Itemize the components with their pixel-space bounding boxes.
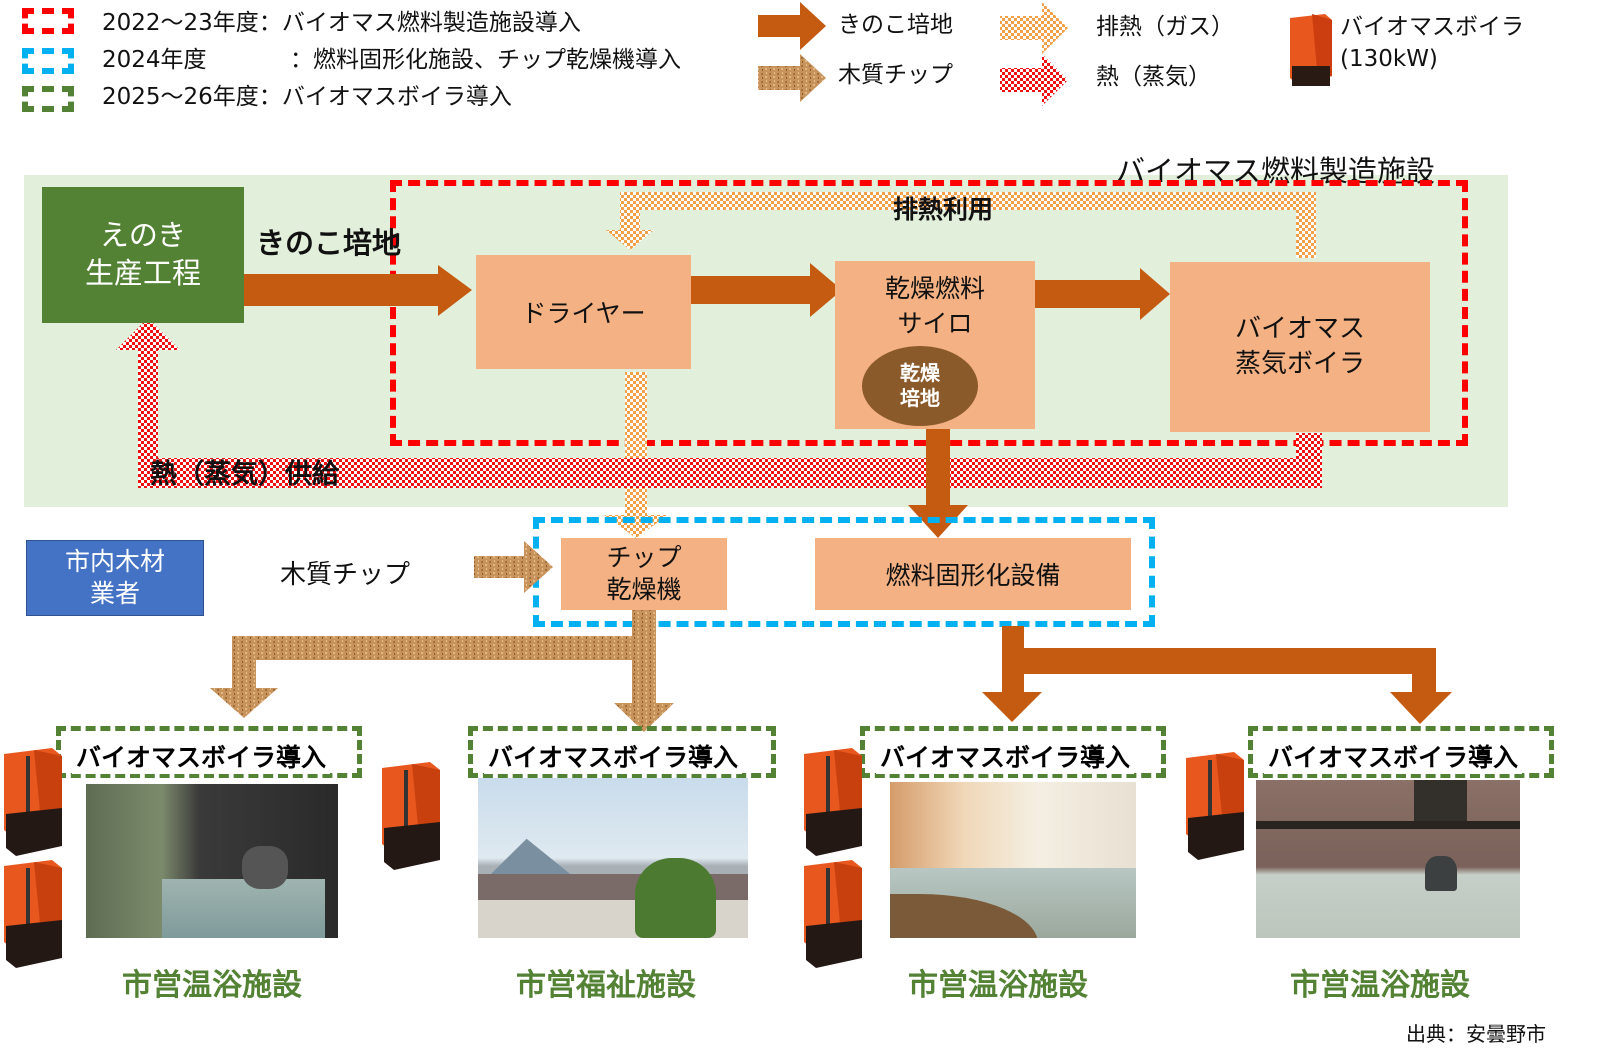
supplier-line1: 市内木材 <box>64 546 165 576</box>
stone-bath-photo <box>1256 780 1520 938</box>
indoor-bath-photo <box>86 784 338 938</box>
steam-boiler-box: バイオマス 蒸気ボイラ <box>1170 262 1430 432</box>
solid-fuel-distribution-arrow <box>982 626 1452 724</box>
legend-phase-2: 2024年度 <box>102 49 207 72</box>
legend-wood-chip-label: 木質チップ <box>838 62 953 88</box>
dryer-to-silo-arrow <box>691 263 842 317</box>
legend-phase-1-period: 2022～23年度 <box>102 10 259 36</box>
steam-supply-label: 熱（蒸気）供給 <box>150 459 339 490</box>
enoki-production-box: えのき 生産工程 <box>42 187 244 323</box>
legend-phase-3-sep: ： <box>258 84 282 110</box>
legend-phase-2-sep: ： <box>290 47 313 73</box>
legend-steam-label: 熱（蒸気） <box>1096 64 1211 90</box>
silo-to-boiler-arrow <box>1035 268 1170 320</box>
large-bath-hall-photo <box>890 782 1136 938</box>
facility-3-boiler-box <box>860 726 1166 778</box>
waste-heat-label: 排熱利用 <box>893 195 994 224</box>
wood-chip-label: 木質チップ <box>280 560 411 590</box>
facility-1-boiler-box <box>56 726 362 778</box>
orange-hatched-arrow-icon <box>1000 2 1068 54</box>
legend-phase-1-desc: バイオマス燃料製造施設導入 <box>281 10 581 36</box>
facility-1-boiler-label: バイオマスボイラ導入 <box>72 738 331 774</box>
mushroom-medium-label: きのこ培地 <box>256 226 402 260</box>
legend-phase-3-desc: バイオマスボイラ導入 <box>281 84 512 110</box>
dryer-label: ドライヤー <box>521 299 646 328</box>
silo-to-solidification-arrow <box>908 428 968 538</box>
chip-dryer-line2: 乾燥機 <box>606 575 682 604</box>
legend-green-dashed-box-icon <box>22 86 74 112</box>
steam-supply-arrow <box>116 318 1322 488</box>
biomass-boiler-icon <box>382 762 440 870</box>
source-credit: 出典：安曇野市 <box>1406 1022 1546 1046</box>
solid-brown-arrow-icon <box>758 2 826 50</box>
chip-dryer-line1: チップ <box>606 542 682 572</box>
biomass-boiler-icon <box>4 748 62 856</box>
legend-phase-2-right: ：燃料固形化施設、チップ乾燥機導入 <box>290 49 681 72</box>
waste-heat-to-chip-dryer-arrow <box>604 372 668 538</box>
chip-distribution-arrow <box>210 605 674 732</box>
biomass-boiler-icon <box>4 860 62 968</box>
legend-boiler-label-line1: バイオマスボイラ <box>1340 14 1524 40</box>
welfare-building-photo <box>478 778 748 938</box>
legend-red-dashed-box-icon <box>22 8 74 34</box>
legend-mushroom-medium-label: きのこ培地 <box>838 12 953 38</box>
biomass-boiler-icon <box>1186 752 1244 860</box>
legend-phase-3-period: 2025～26年度 <box>102 84 259 110</box>
steam-boiler-line1: バイオマス <box>1234 313 1365 344</box>
dryer-box: ドライヤー <box>476 255 691 369</box>
facility-3-boiler-label: バイオマスボイラ導入 <box>876 738 1135 774</box>
enoki-to-dryer-arrow <box>244 265 472 316</box>
facility-4-name: 市営温浴施設 <box>1290 968 1470 1003</box>
legend-waste-heat-label: 排熱（ガス） <box>1096 14 1234 40</box>
legend-phase-2-desc: 燃料固形化施設、チップ乾燥機導入 <box>313 47 681 73</box>
dried-medium-pile: 乾燥 培地 <box>862 346 978 426</box>
wood-chip-arrow-icon <box>758 54 826 102</box>
silo-label-line1: 乾燥燃料 <box>884 274 985 303</box>
legend-phase-2-period: 2024年度 <box>102 47 207 73</box>
legend-boiler-label-line2: (130kW) <box>1340 46 1438 72</box>
waste-heat-loop-arrow <box>606 192 1316 258</box>
legend-boiler <box>1290 14 1332 86</box>
facility-3-name: 市営温浴施設 <box>908 968 1088 1003</box>
legend-arrows <box>758 2 1068 106</box>
wood-supplier-box: 市内木材 業者 <box>26 540 204 616</box>
legend-blue-dashed-box-icon <box>22 48 74 74</box>
facility-2-name: 市営福祉施設 <box>516 968 696 1003</box>
supplier-line2: 業者 <box>89 579 140 608</box>
silo-label-line2: サイロ <box>897 309 973 338</box>
biomass-boiler-icon <box>804 860 862 968</box>
facility-1-name: 市営温浴施設 <box>122 968 302 1003</box>
facility-4-boiler-label: バイオマスボイラ導入 <box>1264 738 1523 774</box>
chip-dryer-box: チップ 乾燥機 <box>561 538 727 610</box>
legend-phase-3: 2025～26年度：バイオマスボイラ導入 <box>102 86 512 109</box>
enoki-line2: 生産工程 <box>84 256 201 290</box>
biomass-boiler-icon <box>1290 14 1332 86</box>
biomass-boiler-icon <box>804 748 862 856</box>
wood-chip-in-arrow <box>474 541 553 593</box>
facility-4-boiler-box <box>1248 726 1554 778</box>
steam-boiler-line2: 蒸気ボイラ <box>1234 349 1365 379</box>
solidification-box: 燃料固形化設備 <box>815 538 1131 610</box>
enoki-line1: えのき <box>99 218 187 253</box>
dried-medium-line1: 乾燥 <box>900 361 940 385</box>
facility-2-boiler-label: バイオマスボイラ導入 <box>484 738 743 774</box>
solidification-label: 燃料固形化設備 <box>885 561 1061 590</box>
dried-medium-line2: 培地 <box>900 386 940 410</box>
facility-2-boiler-box <box>468 726 776 778</box>
legend-phase-1: 2022～23年度：バイオマス燃料製造施設導入 <box>102 12 581 35</box>
red-hatched-arrow-icon <box>1000 54 1068 106</box>
legend-phase-1-sep: ： <box>258 10 282 36</box>
